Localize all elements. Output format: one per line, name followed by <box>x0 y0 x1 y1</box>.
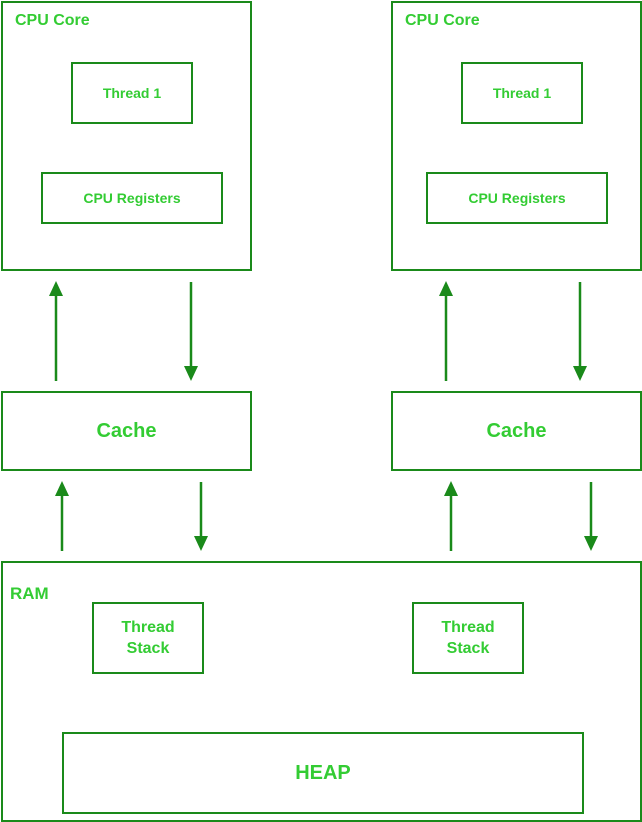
cache-box-left: Cache <box>1 391 252 471</box>
heap-label: HEAP <box>295 761 351 784</box>
thread-stack-label-left: Thread Stack <box>121 619 175 657</box>
arrow-up-cache-to-core-right <box>439 281 453 381</box>
arrow-down-cache-to-ram-right <box>584 482 598 551</box>
cpu-registers-label-right: CPU Registers <box>468 190 566 206</box>
thread-stack-box-right: Thread Stack <box>412 602 524 674</box>
arrow-down-core-to-cache-right <box>573 282 587 381</box>
cpu-core-right-title: CPU Core <box>405 12 480 29</box>
thread-stack-box-left: Thread Stack <box>92 602 204 674</box>
cpu-core-right: CPU Core Thread 1 CPU Registers <box>391 1 642 271</box>
ram-box: RAM Thread Stack Thread Stack HEAP <box>1 561 642 822</box>
cpu-core-left-title: CPU Core <box>15 12 90 29</box>
arrow-up-ram-to-cache-left <box>55 481 69 551</box>
cpu-registers-box-left: CPU Registers <box>41 172 223 224</box>
heap-box: HEAP <box>62 732 584 814</box>
thread-label-right: Thread 1 <box>492 85 552 101</box>
thread-box-right: Thread 1 <box>461 62 583 124</box>
cache-label-right: Cache <box>486 419 547 442</box>
arrow-down-core-to-cache-left <box>184 282 198 381</box>
cache-box-right: Cache <box>391 391 642 471</box>
arrow-up-ram-to-cache-right <box>444 481 458 551</box>
thread-stack-label-right: Thread Stack <box>441 619 495 657</box>
cpu-registers-box-right: CPU Registers <box>426 172 608 224</box>
thread-label-left: Thread 1 <box>102 85 162 101</box>
cpu-registers-label-left: CPU Registers <box>83 190 181 206</box>
arrow-down-cache-to-ram-left <box>194 482 208 551</box>
cpu-core-left: CPU Core Thread 1 CPU Registers <box>1 1 252 271</box>
cache-label-left: Cache <box>96 419 157 442</box>
ram-title: RAM <box>10 584 49 603</box>
arrow-up-cache-to-core-left <box>49 281 63 381</box>
thread-box-left: Thread 1 <box>71 62 193 124</box>
